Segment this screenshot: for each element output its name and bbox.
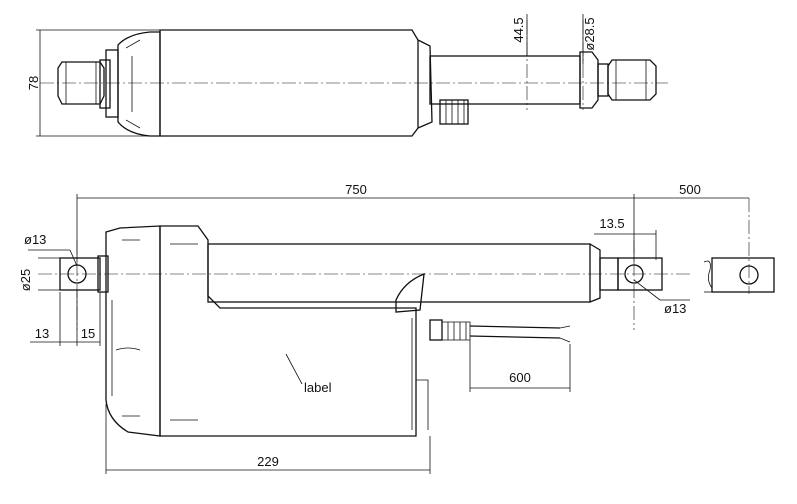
dim-stroke-500: 500	[679, 182, 701, 197]
dim-cable-600: 600	[509, 370, 531, 385]
dim-rod-diameter-28-5: ø28.5	[582, 17, 597, 50]
dim-hole-left-13: ø13	[24, 232, 46, 247]
dim-height-78: 78	[26, 76, 41, 90]
dim-stroke-750: 750	[345, 182, 367, 197]
dim-left-13: 13	[35, 326, 49, 341]
dim-body-229: 229	[257, 454, 279, 469]
dim-shaft-25: ø25	[18, 269, 33, 291]
dim-offset-13-5: 13.5	[599, 216, 624, 231]
dim-left-15: 15	[81, 326, 95, 341]
top-view: 78 44.5 ø28.5	[26, 14, 668, 137]
label-text: label	[304, 380, 332, 395]
dim-offset-44-5: 44.5	[511, 17, 526, 42]
side-view: label 750 500 13.5 ø13 ø25	[18, 182, 775, 474]
dim-hole-right-13: ø13	[664, 301, 686, 316]
